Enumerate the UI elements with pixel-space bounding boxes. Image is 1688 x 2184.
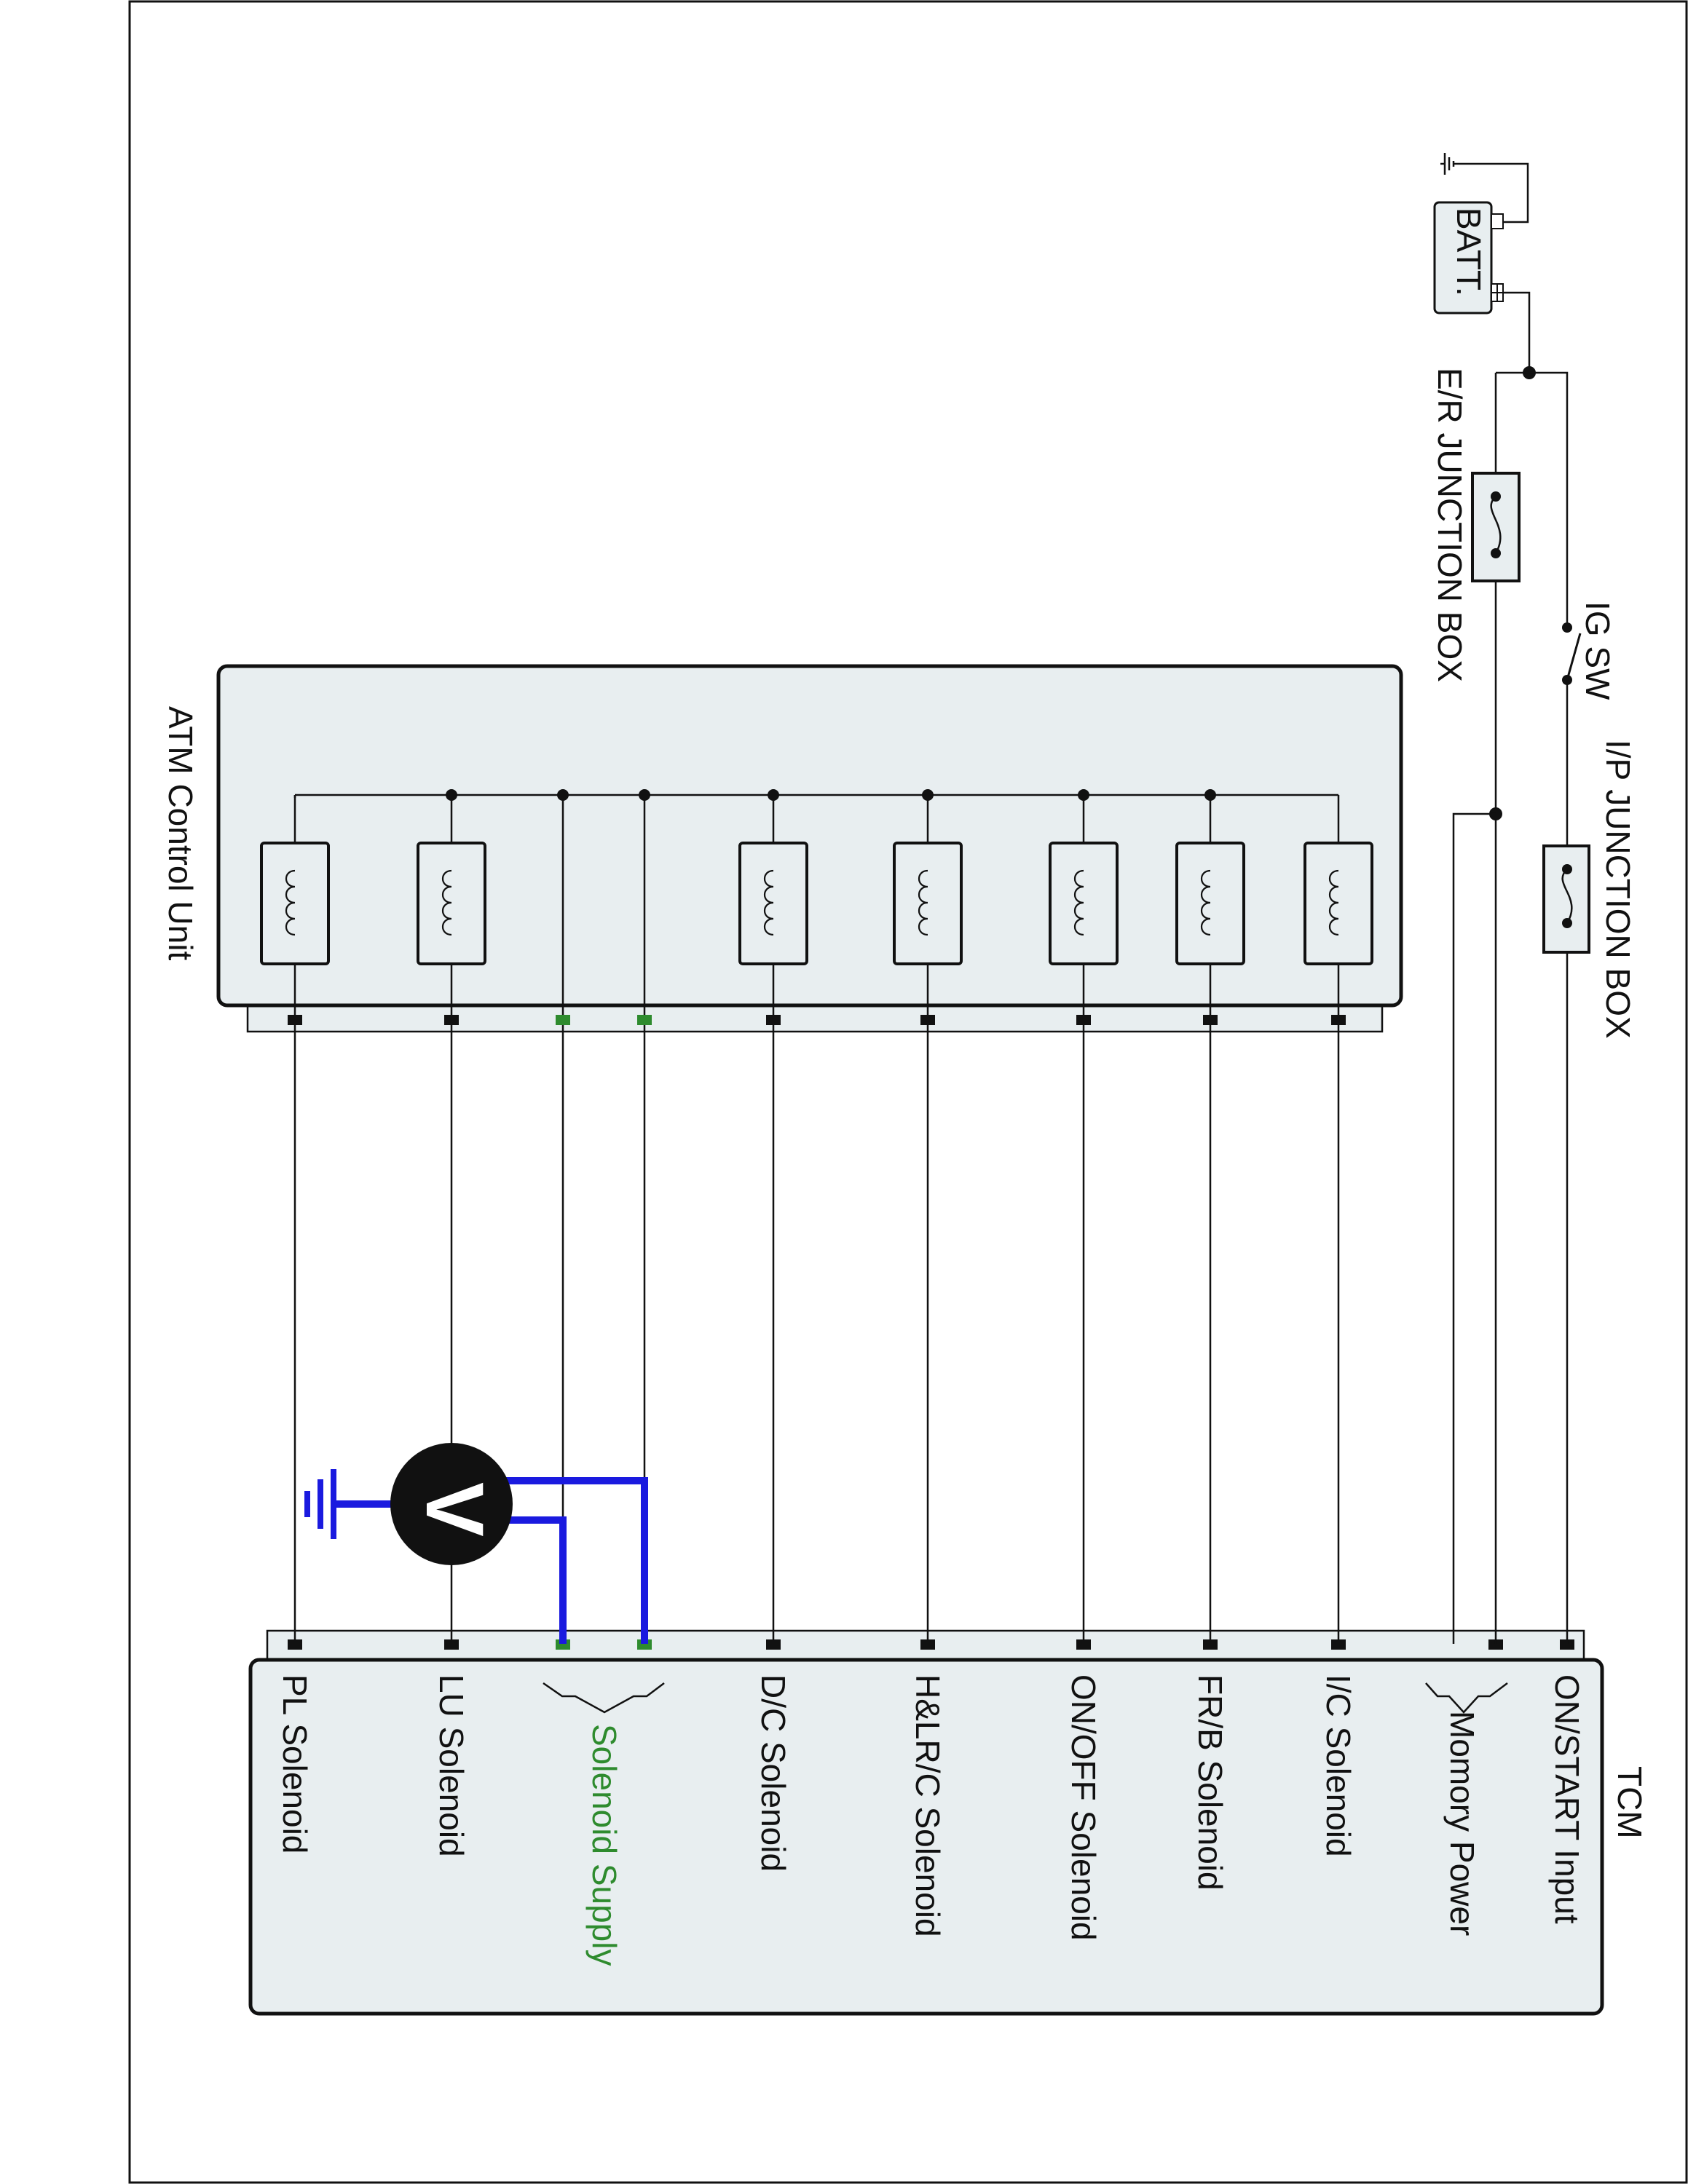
- measurement-lead-1: [481, 1477, 648, 1644]
- junction-dot: [639, 789, 650, 801]
- solenoid-coil-icon: [918, 869, 928, 936]
- solenoid-coil-icon: [1328, 869, 1339, 936]
- memory-power-brace: [1425, 1682, 1508, 1714]
- tcm-label: TCM: [1611, 1766, 1649, 1839]
- atm-connector-pin: [444, 1015, 459, 1025]
- battery-ground-wire: [1454, 162, 1529, 223]
- voltmeter-label: V: [409, 1482, 500, 1537]
- battery-positive-wire: [1503, 291, 1531, 373]
- solenoid-coil-icon: [441, 869, 452, 936]
- tcm-connector-pin: [920, 1639, 935, 1650]
- ig-switch-label: IG SW: [1579, 601, 1617, 700]
- solenoid-coil-icon: [1200, 869, 1211, 936]
- atm-supply-pin: [637, 1015, 652, 1025]
- junction-dot: [446, 789, 457, 801]
- junction-dot: [768, 789, 779, 801]
- atm-connector-pin: [1076, 1015, 1091, 1025]
- junction-dot: [922, 789, 934, 801]
- ip-junction-box-label: I/P JUNCTION BOX: [1599, 740, 1637, 1039]
- measurement-ground-icon: [304, 1469, 336, 1539]
- tcm-connector-pin: [1076, 1639, 1091, 1650]
- ign-branch-wire: [1496, 371, 1569, 626]
- atm-supply-pin: [556, 1015, 570, 1025]
- solenoid-group: [260, 789, 1373, 1019]
- solenoid-coil-icon: [285, 869, 296, 936]
- atm-connector-pin: [1203, 1015, 1218, 1025]
- tcm-pin-label: LU Solenoid: [433, 1674, 470, 1857]
- battery-negative-terminal-icon: [1491, 213, 1504, 229]
- tcm-connector-pin: [1331, 1639, 1346, 1650]
- atm-connector-pin: [766, 1015, 781, 1025]
- pin-group: [288, 1015, 1574, 1650]
- tcm-pin-label: I/C Solenoid: [1320, 1674, 1357, 1857]
- tcm-pin-label: ON/START Input: [1548, 1674, 1586, 1924]
- page-frame: [128, 0, 1688, 2184]
- solenoid-coil-icon: [1073, 869, 1084, 936]
- battery-box: [1433, 201, 1493, 314]
- ig-switch-blade: [1566, 633, 1582, 681]
- tcm-pin-label-group: ON/START Input Momory Power I/C Solenoid FR…: [276, 1674, 1586, 1966]
- battery-label: BATT.: [1450, 207, 1488, 296]
- atm-connector-pin: [288, 1015, 302, 1025]
- tcm-pin-label: Solenoid Supply: [585, 1724, 623, 1966]
- tcm-pin-label: D/C Solenoid: [754, 1674, 792, 1872]
- tcm-connector-pin: [288, 1639, 302, 1650]
- voltmeter-icon: [390, 1443, 513, 1565]
- ig-switch-contact-top: [1562, 622, 1572, 633]
- junction-dot: [1078, 789, 1089, 801]
- tcm-connector-pin: [1560, 1639, 1574, 1650]
- tcm-connector-pin: [766, 1639, 781, 1650]
- atm-control-unit-label: ATM Control Unit: [162, 706, 200, 961]
- tcm-pin-label: PL Solenoid: [276, 1674, 314, 1853]
- tcm-pin-label: H&LR/C Solenoid: [909, 1674, 947, 1937]
- junction-dot: [557, 789, 569, 801]
- er-junction-box-fuse-icon: [1471, 472, 1521, 582]
- atm-connector-pin: [920, 1015, 935, 1025]
- tcm-box: [248, 1658, 1604, 2016]
- tcm-pin-label: FR/B Solenoid: [1191, 1674, 1229, 1891]
- junction-dot: [1204, 789, 1216, 801]
- solenoid-coil-icon: [763, 869, 774, 936]
- tcm-pin-label: ON/OFF Solenoid: [1065, 1674, 1103, 1941]
- memory-power-wire-2: [1452, 812, 1496, 1644]
- solenoid-supply-brace: [543, 1682, 665, 1714]
- tcm-connector-pin: [444, 1639, 459, 1650]
- battery-ground-icon: [1440, 153, 1455, 175]
- atm-connector-pin: [1331, 1015, 1346, 1025]
- tcm-pin-label: Momory Power: [1443, 1711, 1481, 1936]
- tcm-connector-pin: [1203, 1639, 1218, 1650]
- ip-junction-box-fuse-icon: [1542, 844, 1590, 954]
- er-junction-box-label: E/R JUNCTION BOX: [1431, 368, 1469, 682]
- tcm-connector-pin: [1488, 1639, 1503, 1650]
